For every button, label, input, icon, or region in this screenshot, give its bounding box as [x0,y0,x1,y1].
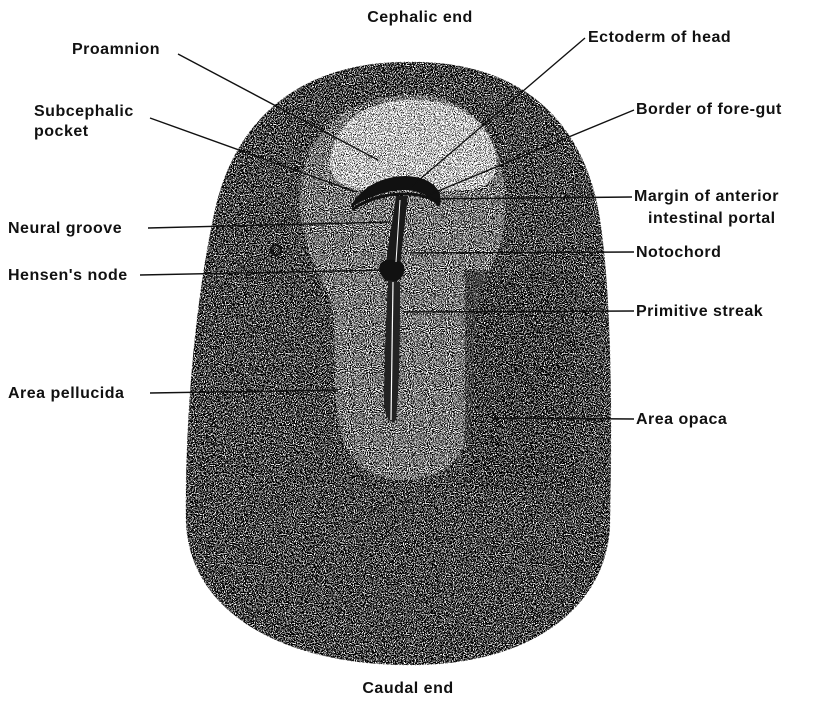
label-area-opaca: Area opaca [636,411,727,428]
label-neural-groove: Neural groove [8,220,122,237]
label-subcephalic-pocket-2: pocket [34,123,89,140]
leader-notochord [410,252,634,253]
label-anterior-portal-2: intestinal portal [648,210,776,227]
cephalic-end-title: Cephalic end [367,9,473,26]
label-anterior-portal-1: Margin of anterior [634,188,779,205]
label-ectoderm-of-head: Ectoderm of head [588,29,731,46]
label-area-pellucida: Area pellucida [8,385,124,402]
leader-area-opaca [492,418,634,419]
label-border-of-fore-gut: Border of fore-gut [636,101,782,118]
label-hensens-node: Hensen's node [8,267,128,284]
vascular-zone-right [465,270,575,490]
label-proamnion: Proamnion [72,41,160,58]
label-primitive-streak: Primitive streak [636,303,763,320]
label-subcephalic-pocket-1: Subcephalic [34,103,134,120]
caudal-end-title: Caudal end [362,680,453,697]
label-notochord: Notochord [636,244,721,261]
